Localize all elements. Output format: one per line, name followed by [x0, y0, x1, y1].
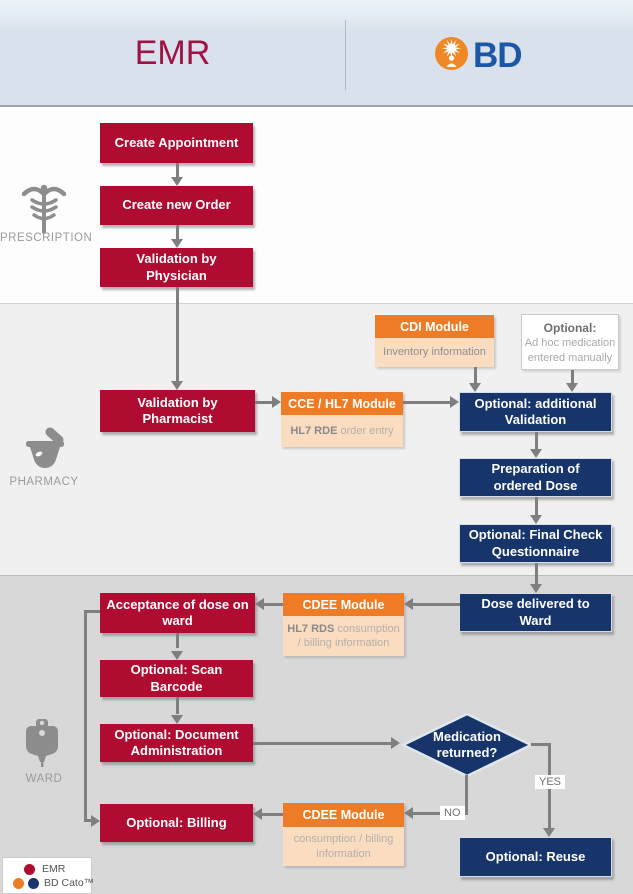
cce-hl7-module-body: HL7 RDE order entry: [281, 415, 403, 447]
connector: [255, 401, 274, 404]
connector-loop: [84, 610, 87, 822]
bdcato-orange-dot-icon: [13, 877, 24, 889]
arrowhead: [171, 381, 183, 390]
arrowhead: [404, 807, 413, 819]
cdee-module-bottom-body: consumption / billing information: [283, 827, 404, 866]
yes-label: YES: [535, 775, 566, 789]
legend-bdcato-label: BD Cato™: [44, 877, 95, 889]
cce-hl7-module-header: CCE / HL7 Module: [281, 392, 403, 415]
adhoc-optional-box: Optional: Ad hoc medication entered manu…: [521, 314, 619, 370]
connector: [262, 813, 283, 816]
step-document-admin: Optional: Document Administration: [100, 724, 253, 762]
decision-label: Medication returned?: [433, 728, 501, 760]
header-divider: [345, 20, 346, 90]
connector: [535, 563, 538, 585]
bdcato-navy-dot-icon: [28, 877, 39, 889]
lane-prescription: [0, 109, 633, 303]
step-final-check: Optional: Final Check Questionnaire: [459, 524, 612, 563]
step-create-new-order: Create new Order: [100, 186, 253, 225]
emr-dot-icon: [24, 863, 35, 875]
arrowhead: [171, 177, 183, 186]
arrowhead: [566, 383, 578, 392]
step-validation-physician: Validation by Physician: [100, 248, 253, 287]
cce-sub-rest: order entry: [337, 424, 394, 437]
step-optional-validation: Optional: additional Validation: [459, 392, 612, 432]
cdee-bottom-sub: consumption / billing information: [293, 833, 394, 860]
connector-no: [465, 775, 468, 815]
connector: [535, 497, 538, 516]
caduceus-icon: [20, 182, 68, 239]
connector: [176, 633, 179, 648]
arrowhead: [253, 808, 262, 820]
bd-logo: BD: [435, 36, 523, 76]
step-preparation: Preparation of ordered Dose: [459, 458, 612, 497]
cdee-module-top-body: HL7 RDS consumption / billing informatio…: [283, 616, 404, 656]
connector: [176, 697, 179, 714]
arrowhead: [91, 815, 100, 827]
step-billing: Optional: Billing: [100, 804, 253, 842]
step-scan-barcode: Optional: Scan Barcode: [100, 660, 253, 697]
legend-emr-label: EMR: [42, 863, 66, 875]
arrowhead: [530, 515, 542, 524]
adhoc-line2: entered manually: [527, 352, 613, 365]
connector: [264, 603, 283, 606]
connector: [176, 225, 179, 240]
cdee-top-sub-bold: HL7 RDS: [287, 622, 335, 635]
adhoc-title: Optional:: [543, 321, 597, 335]
legend: EMR BD Cato™: [2, 857, 95, 894]
header-band: [0, 0, 633, 107]
step-validation-pharmacist: Validation by Pharmacist: [100, 390, 255, 432]
no-label: NO: [440, 806, 465, 820]
arrowhead: [391, 737, 400, 749]
iv-bag-icon: [24, 718, 60, 773]
connector-yes: [531, 743, 550, 746]
cdee-module-top-header: CDEE Module: [283, 593, 404, 616]
step-acceptance: Acceptance of dose on ward: [100, 593, 255, 633]
legend-item-emr: EMR: [3, 862, 91, 876]
cdee-module-bottom-header: CDEE Module: [283, 803, 404, 827]
arrowhead: [530, 584, 542, 593]
legend-item-bdcato: BD Cato™: [3, 876, 95, 890]
arrowhead: [171, 715, 183, 724]
step-create-appointment: Create Appointment: [100, 123, 253, 163]
lane-label-prescription: PRESCRIPTION: [0, 232, 93, 244]
cce-sub-bold: HL7 RDE: [290, 424, 338, 437]
emr-title: EMR: [134, 34, 211, 72]
connector-loop: [84, 819, 92, 822]
arrowhead: [404, 598, 413, 610]
cdi-module-header: CDI Module: [375, 315, 494, 338]
cdee-top-sub-rest: consumption / billing information: [297, 622, 400, 649]
step-reuse: Optional: Reuse: [459, 837, 612, 877]
connector: [176, 163, 179, 178]
arrowhead: [255, 598, 264, 610]
bd-logo-text: BD: [473, 36, 523, 75]
adhoc-line1: Ad hoc medication: [524, 337, 616, 350]
connector: [253, 742, 393, 745]
step-dose-delivered: Dose delivered to Ward: [459, 593, 612, 632]
lane-label-ward: WARD: [25, 773, 63, 785]
bd-sunburst-icon: [435, 37, 468, 75]
arrowhead: [530, 449, 542, 458]
arrowhead: [171, 239, 183, 248]
connector: [413, 603, 460, 606]
arrowhead: [469, 383, 481, 392]
cdi-module-body: Inventory information: [375, 338, 494, 367]
connector: [535, 432, 538, 450]
arrowhead: [171, 651, 183, 660]
lane-label-pharmacy: PHARMACY: [9, 476, 79, 488]
connector: [571, 370, 574, 384]
arrowhead: [272, 396, 281, 408]
connector-loop: [84, 610, 100, 613]
arrowhead: [450, 396, 459, 408]
connector: [474, 367, 477, 384]
connector: [176, 287, 179, 382]
connector: [403, 401, 452, 404]
arrowhead: [543, 828, 555, 837]
mortar-pestle-icon: [22, 426, 68, 477]
